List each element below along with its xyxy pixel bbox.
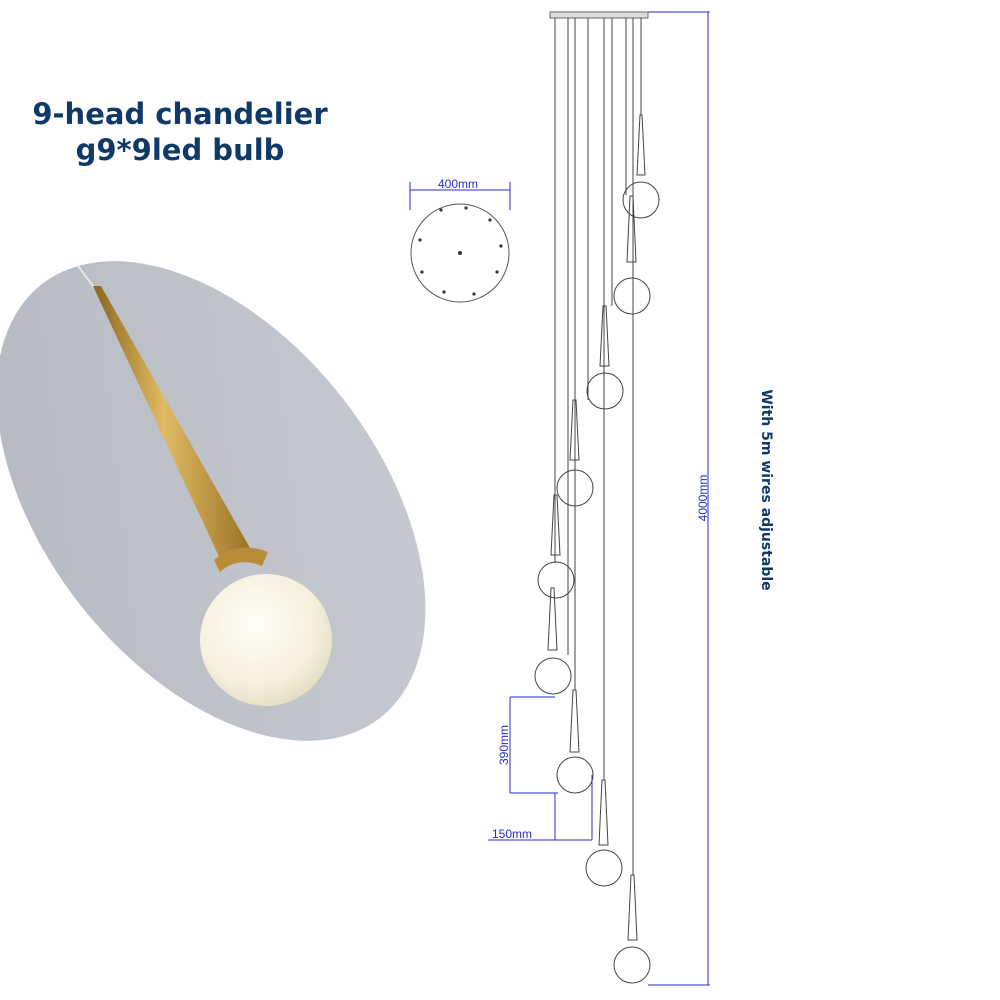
canopy-top-view [409, 182, 511, 303]
pendant-2 [613, 195, 651, 315]
brass-cap [214, 547, 268, 572]
title-line-2: g9*9led bulb [75, 133, 285, 167]
pendants [534, 114, 660, 984]
wire-length-note: With 5m wires adjustable [758, 389, 774, 591]
suspension-wires [554, 18, 642, 875]
product-photo [0, 261, 426, 741]
pendant-5 [537, 494, 575, 599]
pendant-8 [585, 779, 623, 887]
product-title: 9-head chandelier g9*9led bulb [0, 96, 360, 168]
pendant-1 [622, 114, 660, 219]
brass-cone [93, 286, 250, 564]
pendant-9 [613, 874, 651, 984]
ceiling-plate [549, 11, 649, 19]
total-height-label: 4000mm [696, 474, 710, 522]
dimension-lines [488, 11, 710, 986]
title-line-1: 9-head chandelier [32, 97, 328, 131]
glass-globe [200, 574, 332, 706]
canopy-diameter-label: 400mm [438, 177, 479, 191]
shade-width-label: 150mm [492, 827, 533, 841]
pendant-7 [556, 689, 594, 794]
pendant-3 [586, 305, 624, 410]
shade-height-label: 390mm [497, 724, 511, 766]
pendant-4 [556, 399, 594, 507]
pendant-6 [534, 587, 572, 695]
photo-backdrop [0, 261, 426, 741]
